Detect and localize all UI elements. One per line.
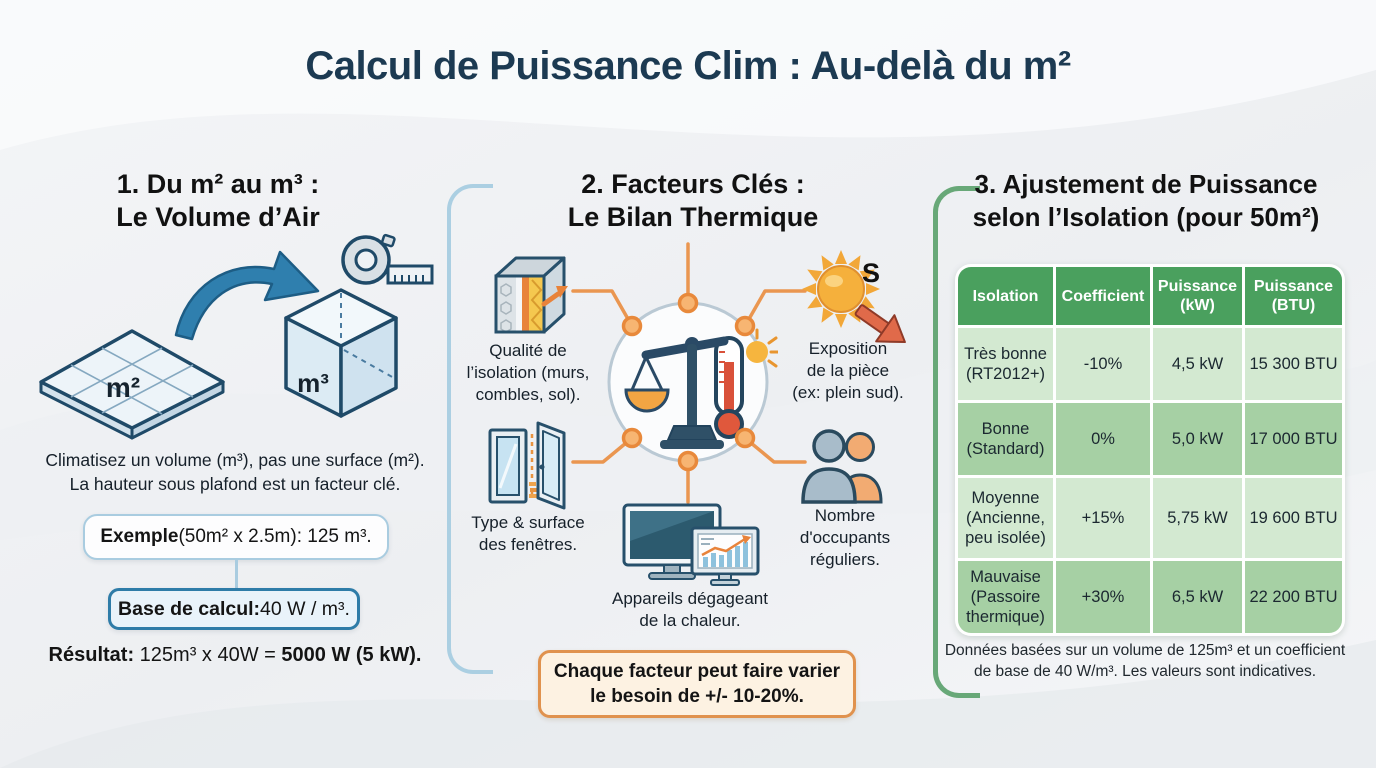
- section1-heading: 1. Du m² au m³ : Le Volume d’Air: [116, 169, 320, 232]
- appliances-icon: [622, 503, 760, 586]
- table-cell: Mauvaise (Passoire thermique): [958, 561, 1053, 633]
- section1-description: Climatisez un volume (m³), pas une surfa…: [45, 450, 425, 494]
- floor-m2-label: m²: [106, 372, 140, 403]
- table-header-coefficient: Coefficient: [1056, 267, 1150, 325]
- window-icon: [488, 421, 566, 510]
- section-divider-bracket-green: [933, 186, 980, 698]
- result-value: 5000 W (5 kW).: [281, 644, 422, 666]
- sun-icon: [802, 250, 880, 328]
- occupants-icon: [801, 429, 883, 504]
- section3-heading: 3. Ajustement de Puissance selon l’Isola…: [972, 169, 1320, 232]
- result-label: Résultat:: [48, 644, 135, 666]
- cube-m3-icon: m³: [284, 288, 398, 418]
- table-cell: +30%: [1056, 561, 1150, 633]
- example-value: (50m² x 2.5m): 125 m³.: [178, 526, 372, 547]
- section2-heading: 2. Facteurs Clés : Le Bilan Thermique: [567, 169, 819, 232]
- table-cell: -10%: [1056, 328, 1150, 400]
- table-cell: 22 200 BTU: [1245, 561, 1342, 633]
- factor-label-exposure: Exposition de la pièce (ex: plein sud).: [792, 339, 904, 402]
- factor-label-occupants: Nombre d'occupants réguliers.: [799, 506, 891, 569]
- table-header-isolation: Isolation: [958, 267, 1053, 325]
- table-header-puissance-kw: Puissance (kW): [1153, 267, 1242, 325]
- insulation-wall-icon: [494, 256, 568, 334]
- section-divider-bracket-blue: [447, 184, 493, 674]
- factor-label-insulation: Qualité de l’isolation (murs, combles, s…: [466, 341, 590, 404]
- table-cell: 5,75 kW: [1153, 478, 1242, 558]
- table-cell: 19 600 BTU: [1245, 478, 1342, 558]
- table-cell: 15 300 BTU: [1245, 328, 1342, 400]
- factor-label-windows: Type & surface des fenêtres.: [471, 513, 585, 554]
- result-formula: 125m³ x 40W =: [134, 644, 282, 666]
- table-header-puissance-btu: Puissance (BTU): [1245, 267, 1342, 325]
- table-footnote: Données basées sur un volume de 125m³ et…: [944, 642, 1346, 680]
- table-cell: 4,5 kW: [1153, 328, 1242, 400]
- south-arrow-icon: [854, 304, 906, 344]
- example-base-connector: [235, 560, 238, 588]
- page-title: Calcul de Puissance Clim : Au-delà du m²: [305, 44, 1071, 88]
- table-cell: Moyenne (Ancienne, peu isolée): [958, 478, 1053, 558]
- table-cell: 5,0 kW: [1153, 403, 1242, 475]
- floor-m2-icon: m²: [39, 329, 225, 440]
- table-cell: 6,5 kW: [1153, 561, 1242, 633]
- curved-arrow-icon: [174, 250, 320, 341]
- base-calc-box: Base de calcul: 40 W / m³.: [108, 588, 360, 630]
- example-label: Exemple: [100, 526, 179, 547]
- table-cell: Très bonne (RT2012+): [958, 328, 1053, 400]
- south-letter: S: [862, 258, 881, 288]
- result-line: Résultat: 125m³ x 40W = 5000 W (5 kW).: [20, 644, 450, 667]
- table-cell: Bonne (Standard): [958, 403, 1053, 475]
- table-cell: 17 000 BTU: [1245, 403, 1342, 475]
- table-cell: +15%: [1056, 478, 1150, 558]
- base-calc-value: 40 W / m³.: [260, 597, 350, 620]
- example-box: Exemple (50m² x 2.5m): 125 m³.: [83, 514, 389, 560]
- table-cell: 0%: [1056, 403, 1150, 475]
- cube-m3-label: m³: [297, 368, 329, 398]
- measuring-tape-icon: [341, 233, 434, 285]
- warning-box: Chaque facteur peut faire varier le beso…: [538, 650, 856, 718]
- balance-thermometer-icon: [607, 292, 778, 472]
- base-calc-label: Base de calcul:: [118, 597, 261, 620]
- isolation-table: Isolation Coefficient Puissance (kW) Pui…: [955, 264, 1345, 636]
- factor-label-appliances: Appareils dégageant de la chaleur.: [612, 589, 768, 630]
